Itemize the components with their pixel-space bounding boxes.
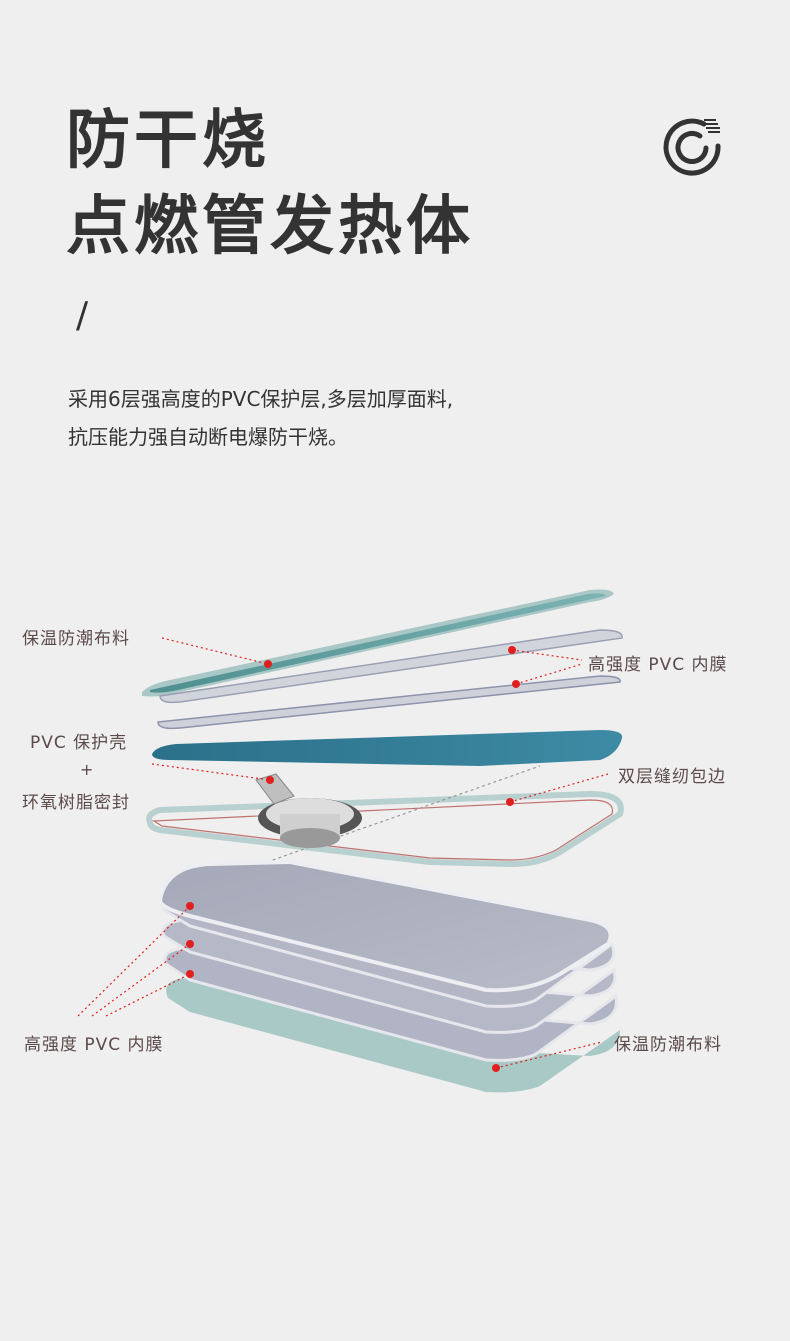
title-line-1: 防干烧 xyxy=(66,104,270,178)
bottom-pvc-stack xyxy=(157,859,620,1093)
label-pvc-shell: PVC 保护壳 xyxy=(30,733,128,753)
description: 采用6层强高度的PVC保护层,多层加厚面料, 抗压能力强自动断电爆防干烧。 xyxy=(68,380,453,456)
description-line-2: 抗压能力强自动断电爆防干烧。 xyxy=(68,425,348,449)
layer-diagram: 保温防潮布料 高强度 PVC 内膜 PVC 保护壳 + 环氧树脂密封 双层缝纫包… xyxy=(0,560,790,1120)
title-line-2: 点燃管发热体 xyxy=(66,190,474,264)
label-top-fabric: 保温防潮布料 xyxy=(22,629,130,649)
page-title: 防干烧 点燃管发热体 xyxy=(66,98,474,270)
label-bottom-pvc-membrane: 高强度 PVC 内膜 xyxy=(24,1035,164,1055)
swirl-logo-icon xyxy=(663,118,721,176)
description-line-1: 采用6层强高度的PVC保护层,多层加厚面料, xyxy=(68,387,454,411)
separator-slash: / xyxy=(76,295,89,336)
exploded-layers-illustration xyxy=(77,589,624,1093)
leader-markers xyxy=(186,646,520,1072)
top-fabric-layer xyxy=(142,589,614,697)
top-pvc-membranes xyxy=(157,629,623,730)
stitched-rim-layer xyxy=(146,765,624,881)
label-top-pvc-membrane: 高强度 PVC 内膜 xyxy=(588,655,728,675)
label-double-stitch: 双层缝纫包边 xyxy=(618,767,726,787)
label-plus: + xyxy=(80,760,94,779)
leader-lines xyxy=(77,637,609,1069)
label-epoxy-seal: 环氧树脂密封 xyxy=(22,793,130,813)
pvc-shell-layer xyxy=(152,730,623,766)
label-bottom-fabric: 保温防潮布料 xyxy=(614,1035,722,1055)
